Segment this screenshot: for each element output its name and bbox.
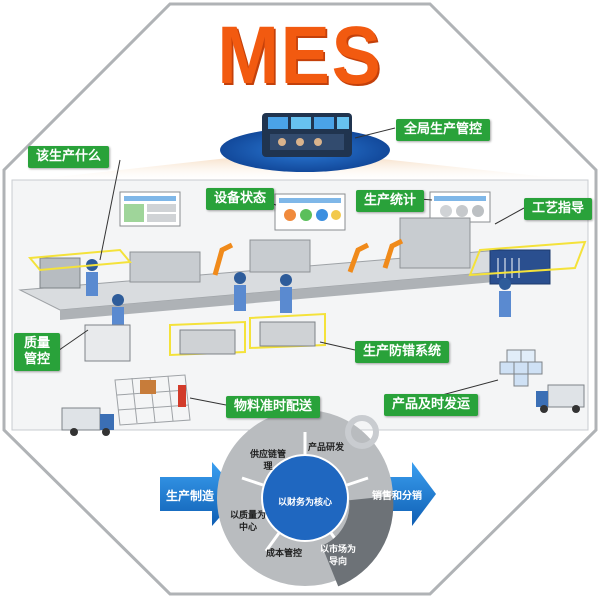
gear-icon [345,415,379,449]
control-room-image [262,113,352,157]
arrow-label-manufacturing: 生产制造 [166,489,215,503]
segment-quality-center: 以质量为中心 [229,511,266,533]
label-process-guidance: 工艺指导 [524,198,593,220]
assembly-line [18,217,587,362]
dashboard-screen-2 [274,193,346,231]
label-what-to-produce: 该生产什么 [28,146,110,168]
dashboard-screen-3 [429,191,491,223]
dashboard-screen-1 [119,191,181,227]
label-product-shipping: 产品及时发运 [384,394,479,416]
label-global-control: 全局生产管控 [396,119,491,141]
label-production-stats: 生产统计 [356,190,425,212]
label-equipment-status: 设备状态 [206,188,275,210]
segment-product-rd: 产品研发 [307,443,344,453]
cycle-ring [217,410,394,587]
truck-left [61,407,114,436]
segment-cost: 成本管控 [265,549,302,559]
label-material-delivery: 物料准时配送 [226,396,321,418]
arrow-label-sales: 销售和分销 [372,491,422,502]
material-rack [114,374,191,426]
page-title: MES [217,10,383,101]
label-error-proofing: 生产防错系统 [355,341,450,363]
segment-supply-chain: 供应链管理 [249,450,286,472]
truck-right [536,384,585,413]
segment-market: 以市场为导向 [319,545,356,567]
product-boxes [499,349,543,387]
label-quality-control: 质量管控 [14,333,60,371]
cycle-center-label: 以财务为核心 [277,498,332,508]
